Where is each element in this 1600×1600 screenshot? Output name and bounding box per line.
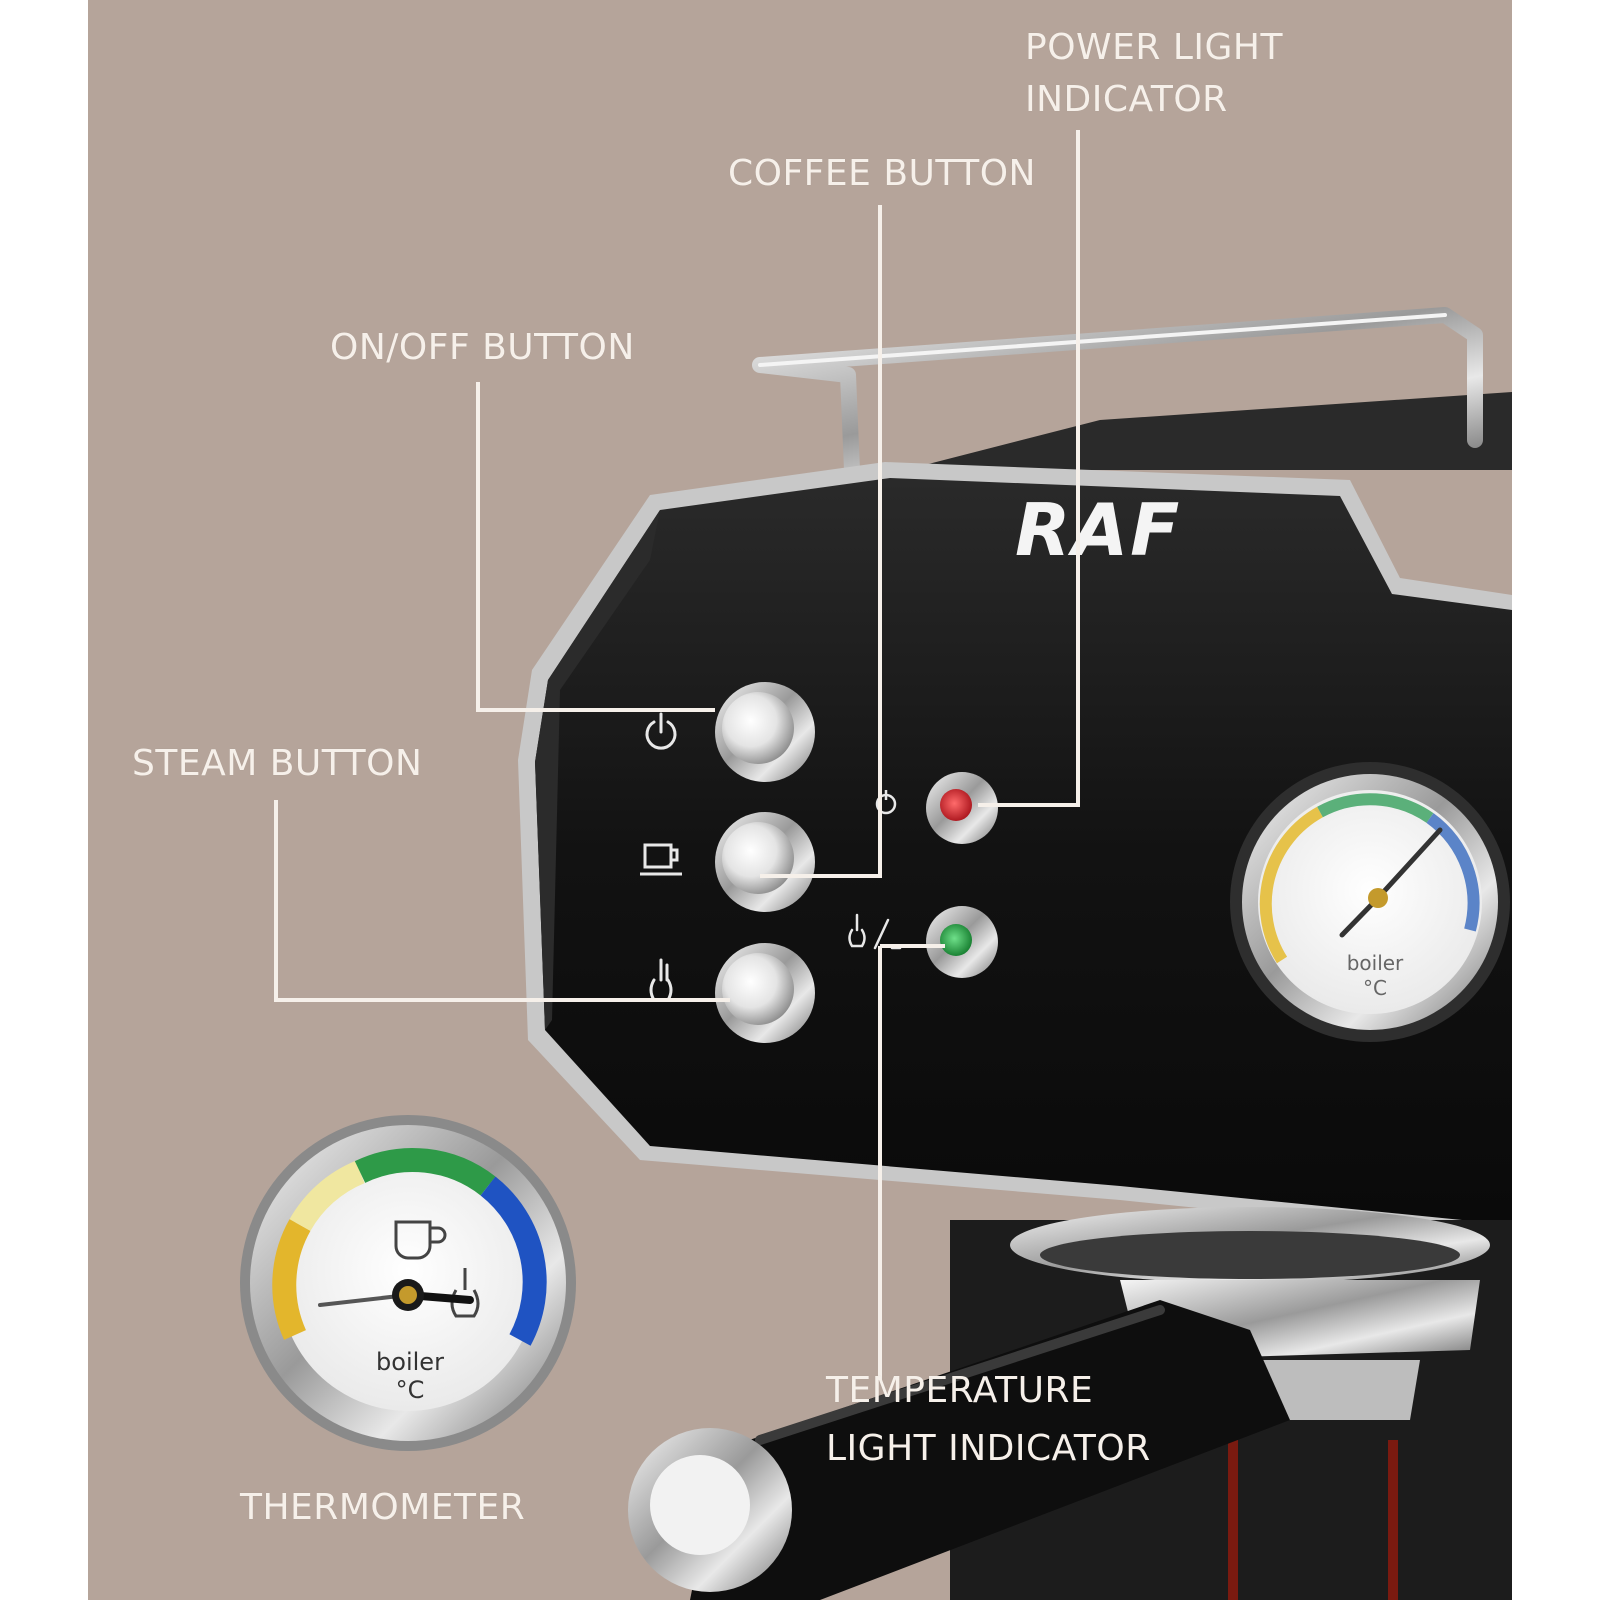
- coffee-cup-icon: [640, 843, 682, 876]
- thermometer-graphic: boiler °C: [240, 1115, 576, 1451]
- label-onoff-button: ON/OFF BUTTON: [330, 327, 635, 368]
- leader-lines: [274, 130, 1080, 1380]
- label-power-light: POWER LIGHT INDICATOR: [1025, 22, 1283, 126]
- machine-gauge-line1: boiler: [1347, 951, 1404, 975]
- left-white-strip: [0, 0, 88, 1600]
- thermometer-line1: boiler: [376, 1348, 444, 1376]
- steam-button-graphic: [715, 943, 815, 1043]
- machine-top-plate: [905, 392, 1512, 470]
- coffee-stream-right: [1388, 1440, 1398, 1600]
- label-power-light-line2: INDICATOR: [1025, 79, 1228, 121]
- label-steam-button: STEAM BUTTON: [132, 743, 423, 784]
- machine-side-panel: [535, 510, 660, 1030]
- label-temperature-line2: LIGHT INDICATOR: [826, 1427, 1151, 1469]
- coffee-button-graphic: [715, 812, 815, 912]
- brand-logo: RAF: [1015, 488, 1181, 572]
- label-thermometer: THERMOMETER: [240, 1487, 526, 1528]
- leader-power: [978, 130, 1080, 807]
- leader-coffee: [760, 205, 882, 878]
- label-power-light-line1: POWER LIGHT: [1025, 27, 1283, 68]
- leader-onoff: [476, 382, 715, 712]
- temperature-indicator-light: [926, 906, 998, 978]
- power-indicator-light: [926, 772, 998, 844]
- thermometer-line2: °C: [396, 1376, 425, 1404]
- leader-steam: [274, 800, 730, 1002]
- label-coffee-button: COFFEE BUTTON: [728, 153, 1036, 194]
- machine-gauge-line2: °C: [1363, 976, 1387, 1000]
- right-white-strip: [1512, 0, 1600, 1600]
- onoff-button-graphic: [715, 682, 815, 782]
- power-indicator-icon: [875, 790, 897, 815]
- label-temperature-light: TEMPERATURE LIGHT INDICATOR: [826, 1362, 1151, 1477]
- power-icon: [645, 712, 677, 750]
- machine-gauge: boiler °C: [1230, 762, 1510, 1042]
- label-temperature-line1: TEMPERATURE: [826, 1370, 1094, 1411]
- portafilter-handle: [690, 1300, 1290, 1600]
- coffee-stream-left: [1228, 1440, 1238, 1600]
